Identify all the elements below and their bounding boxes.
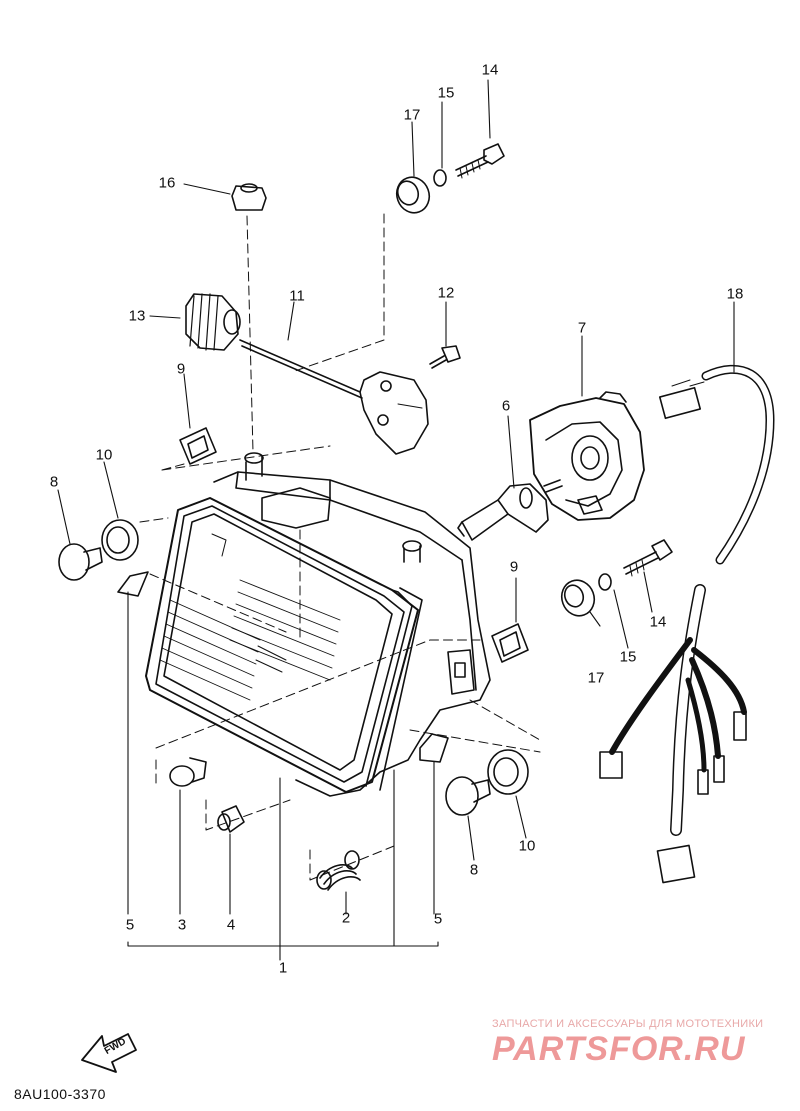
label-2: 2 xyxy=(341,909,351,927)
part-2-spring xyxy=(316,850,361,891)
label-3: 3 xyxy=(177,916,187,934)
part-11-adjuster-rod xyxy=(239,339,429,455)
part-7-socket-cover xyxy=(529,391,645,521)
part-6-bulb xyxy=(457,479,563,541)
label-17-top: 17 xyxy=(403,106,421,124)
part-3-socket xyxy=(169,757,207,787)
label-10-left: 10 xyxy=(95,446,113,464)
label-5-right: 5 xyxy=(433,910,443,928)
part-13-adjuster-knob xyxy=(185,293,241,351)
part-8-pivot-right xyxy=(445,776,491,816)
part-14-bolt-top xyxy=(455,143,505,179)
part-4-bulb xyxy=(217,805,245,833)
label-8-right: 8 xyxy=(469,861,479,879)
part-9-grommet-right xyxy=(491,623,529,663)
label-18: 18 xyxy=(726,285,744,303)
watermark-tagline: ЗАПЧАСТИ И АКСЕССУАРЫ ДЛЯ МОТОТЕХНИКИ xyxy=(492,1018,764,1030)
part-9-grommet-left xyxy=(179,427,217,465)
label-13: 13 xyxy=(128,307,146,325)
part-10-nut-right xyxy=(487,749,529,795)
diagram-code: 8AU100-3370 xyxy=(14,1086,106,1102)
label-15-right: 15 xyxy=(619,648,637,666)
part-15-spring-washer-right xyxy=(598,573,612,591)
label-12: 12 xyxy=(437,284,455,302)
part-10-nut-left xyxy=(101,519,139,561)
label-16: 16 xyxy=(158,174,176,192)
label-14-top: 14 xyxy=(481,61,499,79)
part-5-clip-left xyxy=(117,571,149,597)
part-17-washer-top xyxy=(395,176,431,214)
part-5-clip-right xyxy=(419,733,449,763)
label-11: 11 xyxy=(289,287,305,305)
label-6: 6 xyxy=(501,397,511,415)
fwd-arrow-icon xyxy=(81,1033,137,1073)
watermark-logo: PARTSFOR.RU xyxy=(492,1030,746,1068)
label-7: 7 xyxy=(577,319,587,337)
label-17-right: 17 xyxy=(587,669,605,687)
part-15-spring-washer-top xyxy=(433,169,447,187)
part-8-pivot-left xyxy=(58,543,103,581)
label-15-top: 15 xyxy=(437,84,455,102)
label-8-left: 8 xyxy=(49,473,59,491)
part-16-cap xyxy=(231,183,267,211)
part-14-bolt-right xyxy=(623,539,673,577)
label-9-left: 9 xyxy=(176,360,186,378)
label-5-left: 5 xyxy=(125,916,135,934)
headlight-unit xyxy=(145,452,491,797)
phantom-lines xyxy=(139,213,541,881)
leader-lines xyxy=(57,79,735,961)
label-10-right: 10 xyxy=(518,837,536,855)
label-14-right: 14 xyxy=(649,613,667,631)
label-9-right: 9 xyxy=(509,558,519,576)
part-17-washer-right xyxy=(560,579,596,617)
part-12-screw xyxy=(429,345,461,369)
part-18-wire-harness xyxy=(599,364,775,884)
label-4: 4 xyxy=(226,916,236,934)
label-1: 1 xyxy=(278,959,288,977)
